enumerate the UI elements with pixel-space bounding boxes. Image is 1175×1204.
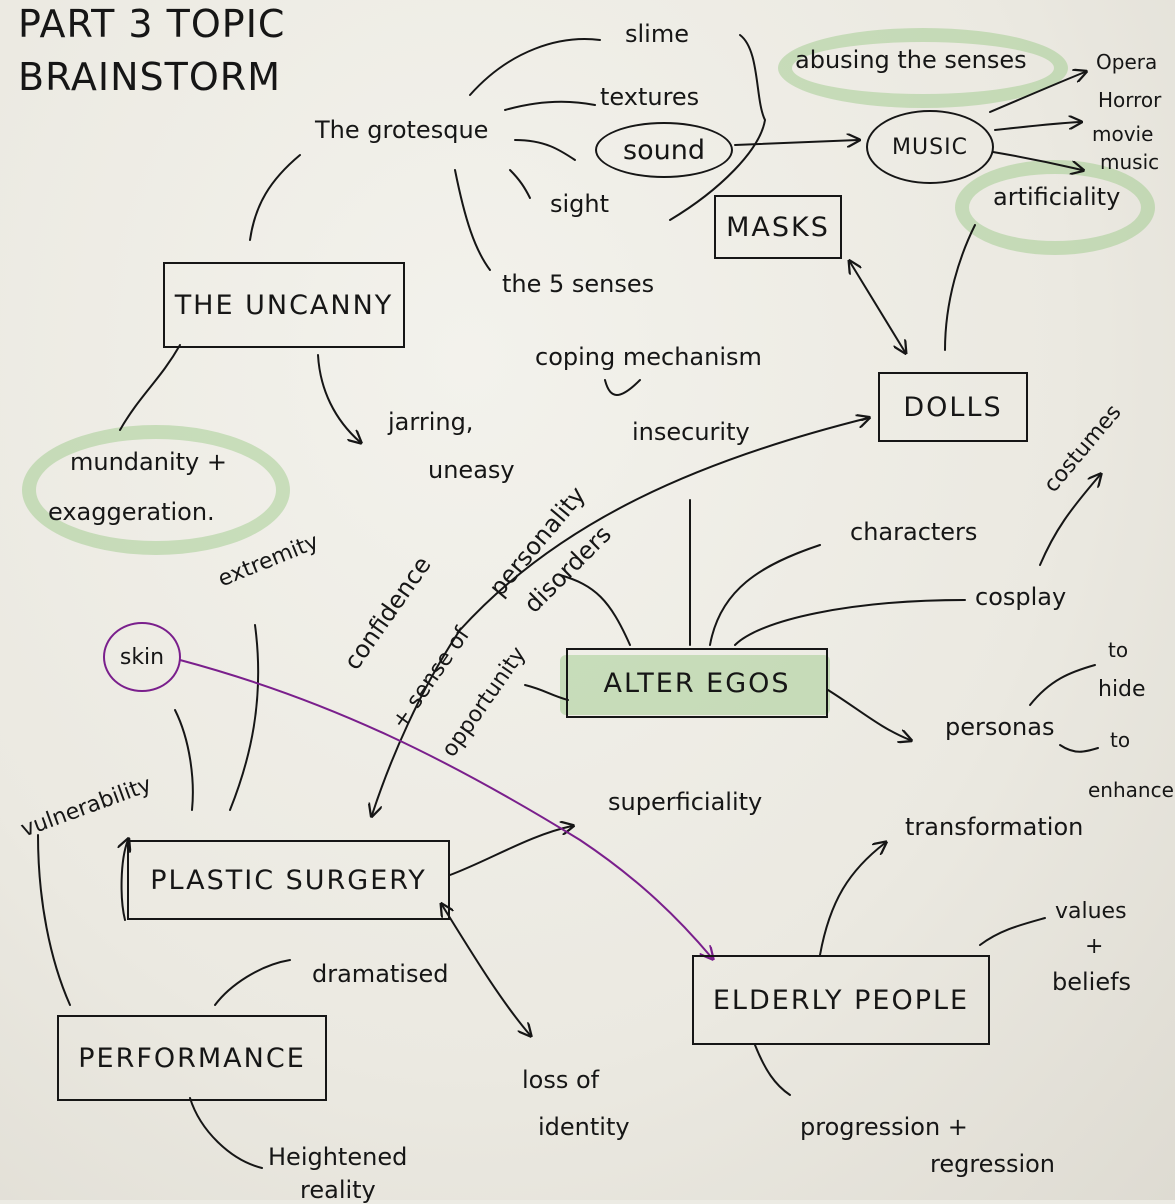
label-textures: textures bbox=[600, 83, 700, 111]
label-dramatised: dramatised bbox=[312, 960, 449, 988]
label-transformation: transformation bbox=[905, 813, 1084, 841]
label-jarring: jarring, bbox=[388, 408, 474, 436]
page-title: PART 3 TOPIC bbox=[18, 2, 286, 46]
node-performance: PERFORMANCE bbox=[57, 1015, 327, 1101]
label-identity: identity bbox=[538, 1113, 630, 1141]
label-insecurity: insecurity bbox=[632, 418, 750, 446]
node-sound: sound bbox=[595, 122, 733, 178]
label-heightened: Heightened bbox=[268, 1143, 408, 1171]
label-reality: reality bbox=[300, 1176, 376, 1204]
label-horror: Horror bbox=[1098, 88, 1162, 112]
node-alter-egos: ALTER EGOS bbox=[566, 648, 828, 718]
label-progression: progression + bbox=[800, 1113, 968, 1141]
label-characters: characters bbox=[850, 518, 978, 546]
label-movie: movie bbox=[1092, 122, 1154, 146]
label-to-hide-to: to bbox=[1108, 638, 1129, 662]
node-the-uncanny: THE UNCANNY bbox=[163, 262, 405, 348]
label-uneasy: uneasy bbox=[428, 456, 515, 484]
label-beliefs: beliefs bbox=[1052, 968, 1132, 996]
node-masks: MASKS bbox=[714, 195, 842, 259]
label-coping-mechanism: coping mechanism bbox=[535, 343, 762, 371]
node-plastic-surgery: PLASTIC SURGERY bbox=[127, 840, 450, 920]
label-slime: slime bbox=[625, 20, 689, 48]
label-opera: Opera bbox=[1096, 50, 1158, 74]
label-personas: personas bbox=[945, 713, 1055, 741]
node-dolls: DOLLS bbox=[878, 372, 1028, 442]
page-subtitle: BRAINSTORM bbox=[18, 55, 281, 99]
node-music: MUSIC bbox=[866, 110, 994, 184]
label-values: values bbox=[1055, 899, 1127, 924]
label-enhance: enhance bbox=[1088, 778, 1174, 802]
label-mundanity: mundanity + bbox=[70, 448, 227, 476]
label-sight: sight bbox=[550, 190, 610, 218]
label-grotesque: The grotesque bbox=[315, 116, 489, 144]
label-abusing-senses: abusing the senses bbox=[795, 46, 1027, 74]
label-music-small: music bbox=[1100, 150, 1160, 174]
label-regression: regression bbox=[930, 1150, 1056, 1178]
label-hide: hide bbox=[1098, 677, 1146, 702]
label-exaggeration: exaggeration. bbox=[48, 498, 215, 526]
label-artificiality: artificiality bbox=[993, 183, 1121, 211]
node-elderly-people: ELDERLY PEOPLE bbox=[692, 955, 990, 1045]
label-loss-of: loss of bbox=[522, 1066, 600, 1094]
label-five-senses: the 5 senses bbox=[502, 270, 655, 298]
label-superficiality: superficiality bbox=[608, 788, 763, 816]
label-to-enhance-to: to bbox=[1110, 728, 1131, 752]
node-skin: skin bbox=[103, 622, 181, 692]
label-cosplay: cosplay bbox=[975, 583, 1067, 611]
label-values-plus: + bbox=[1085, 934, 1104, 959]
highlight-alter-egos bbox=[560, 655, 830, 715]
